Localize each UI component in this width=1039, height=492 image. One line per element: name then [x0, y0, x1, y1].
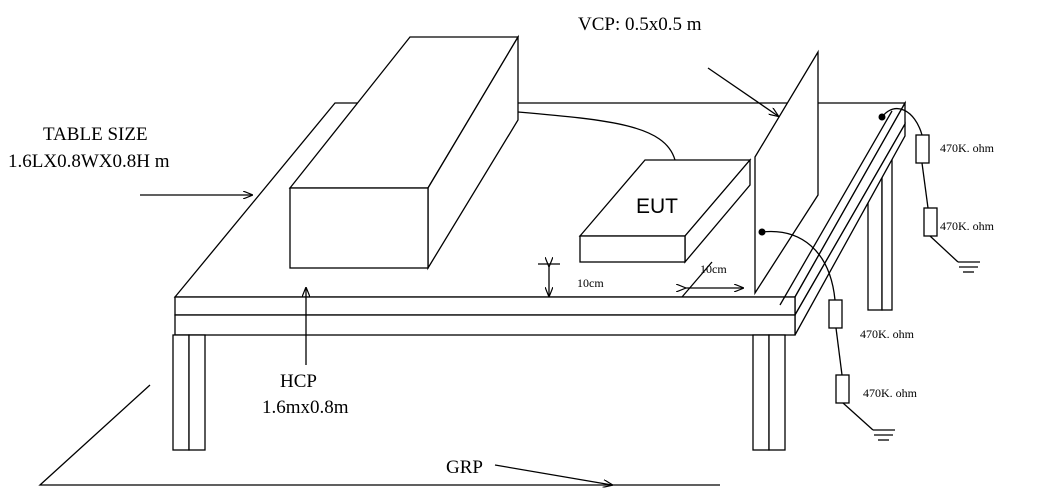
- resistor-vcp-2-label: 470K. ohm: [863, 386, 918, 400]
- grp-pointer-arrow: [494, 464, 612, 485]
- grp-label: GRP: [446, 457, 483, 478]
- resistor-vcp-1-label: 470K. ohm: [860, 327, 915, 341]
- resistor-vcp-2-symbol: [835, 374, 850, 404]
- eut-box: [578, 158, 752, 264]
- hcp-label-line1: HCP: [280, 371, 317, 392]
- hcp-ground-cable: [878, 107, 980, 273]
- table-size-label-line2: 1.6LX0.8WX0.8H m: [8, 151, 170, 172]
- vcp-ground-cable: [758, 228, 895, 441]
- auxiliary-equipment-box: [288, 34, 520, 271]
- resistor-hcp-2-symbol: [923, 207, 938, 237]
- resistor-hcp-1-label: 470K. ohm: [940, 141, 995, 155]
- vcp-pointer-arrow: [707, 67, 778, 116]
- eut-label: EUT: [636, 195, 678, 218]
- gap-vertical-label: 10cm: [577, 276, 604, 290]
- resistor-hcp-1-symbol: [915, 134, 930, 164]
- table-front-legs: [172, 334, 786, 451]
- gap-horizontal-label: 10cm: [700, 262, 727, 276]
- vcp-label: VCP: 0.5x0.5 m: [578, 14, 702, 35]
- table-size-label-line1: TABLE SIZE: [43, 124, 148, 145]
- dimension-vertical-10cm: [538, 264, 560, 296]
- vertical-coupling-plane: [754, 49, 819, 296]
- resistor-vcp-1-symbol: [828, 299, 843, 329]
- ground-reference-plane: [38, 384, 720, 486]
- hcp-label-line2: 1.6mx0.8m: [262, 397, 349, 418]
- dimension-horizontal-10cm: [682, 261, 743, 298]
- resistor-hcp-2-label: 470K. ohm: [940, 219, 995, 233]
- interconnect-cable: [517, 111, 676, 161]
